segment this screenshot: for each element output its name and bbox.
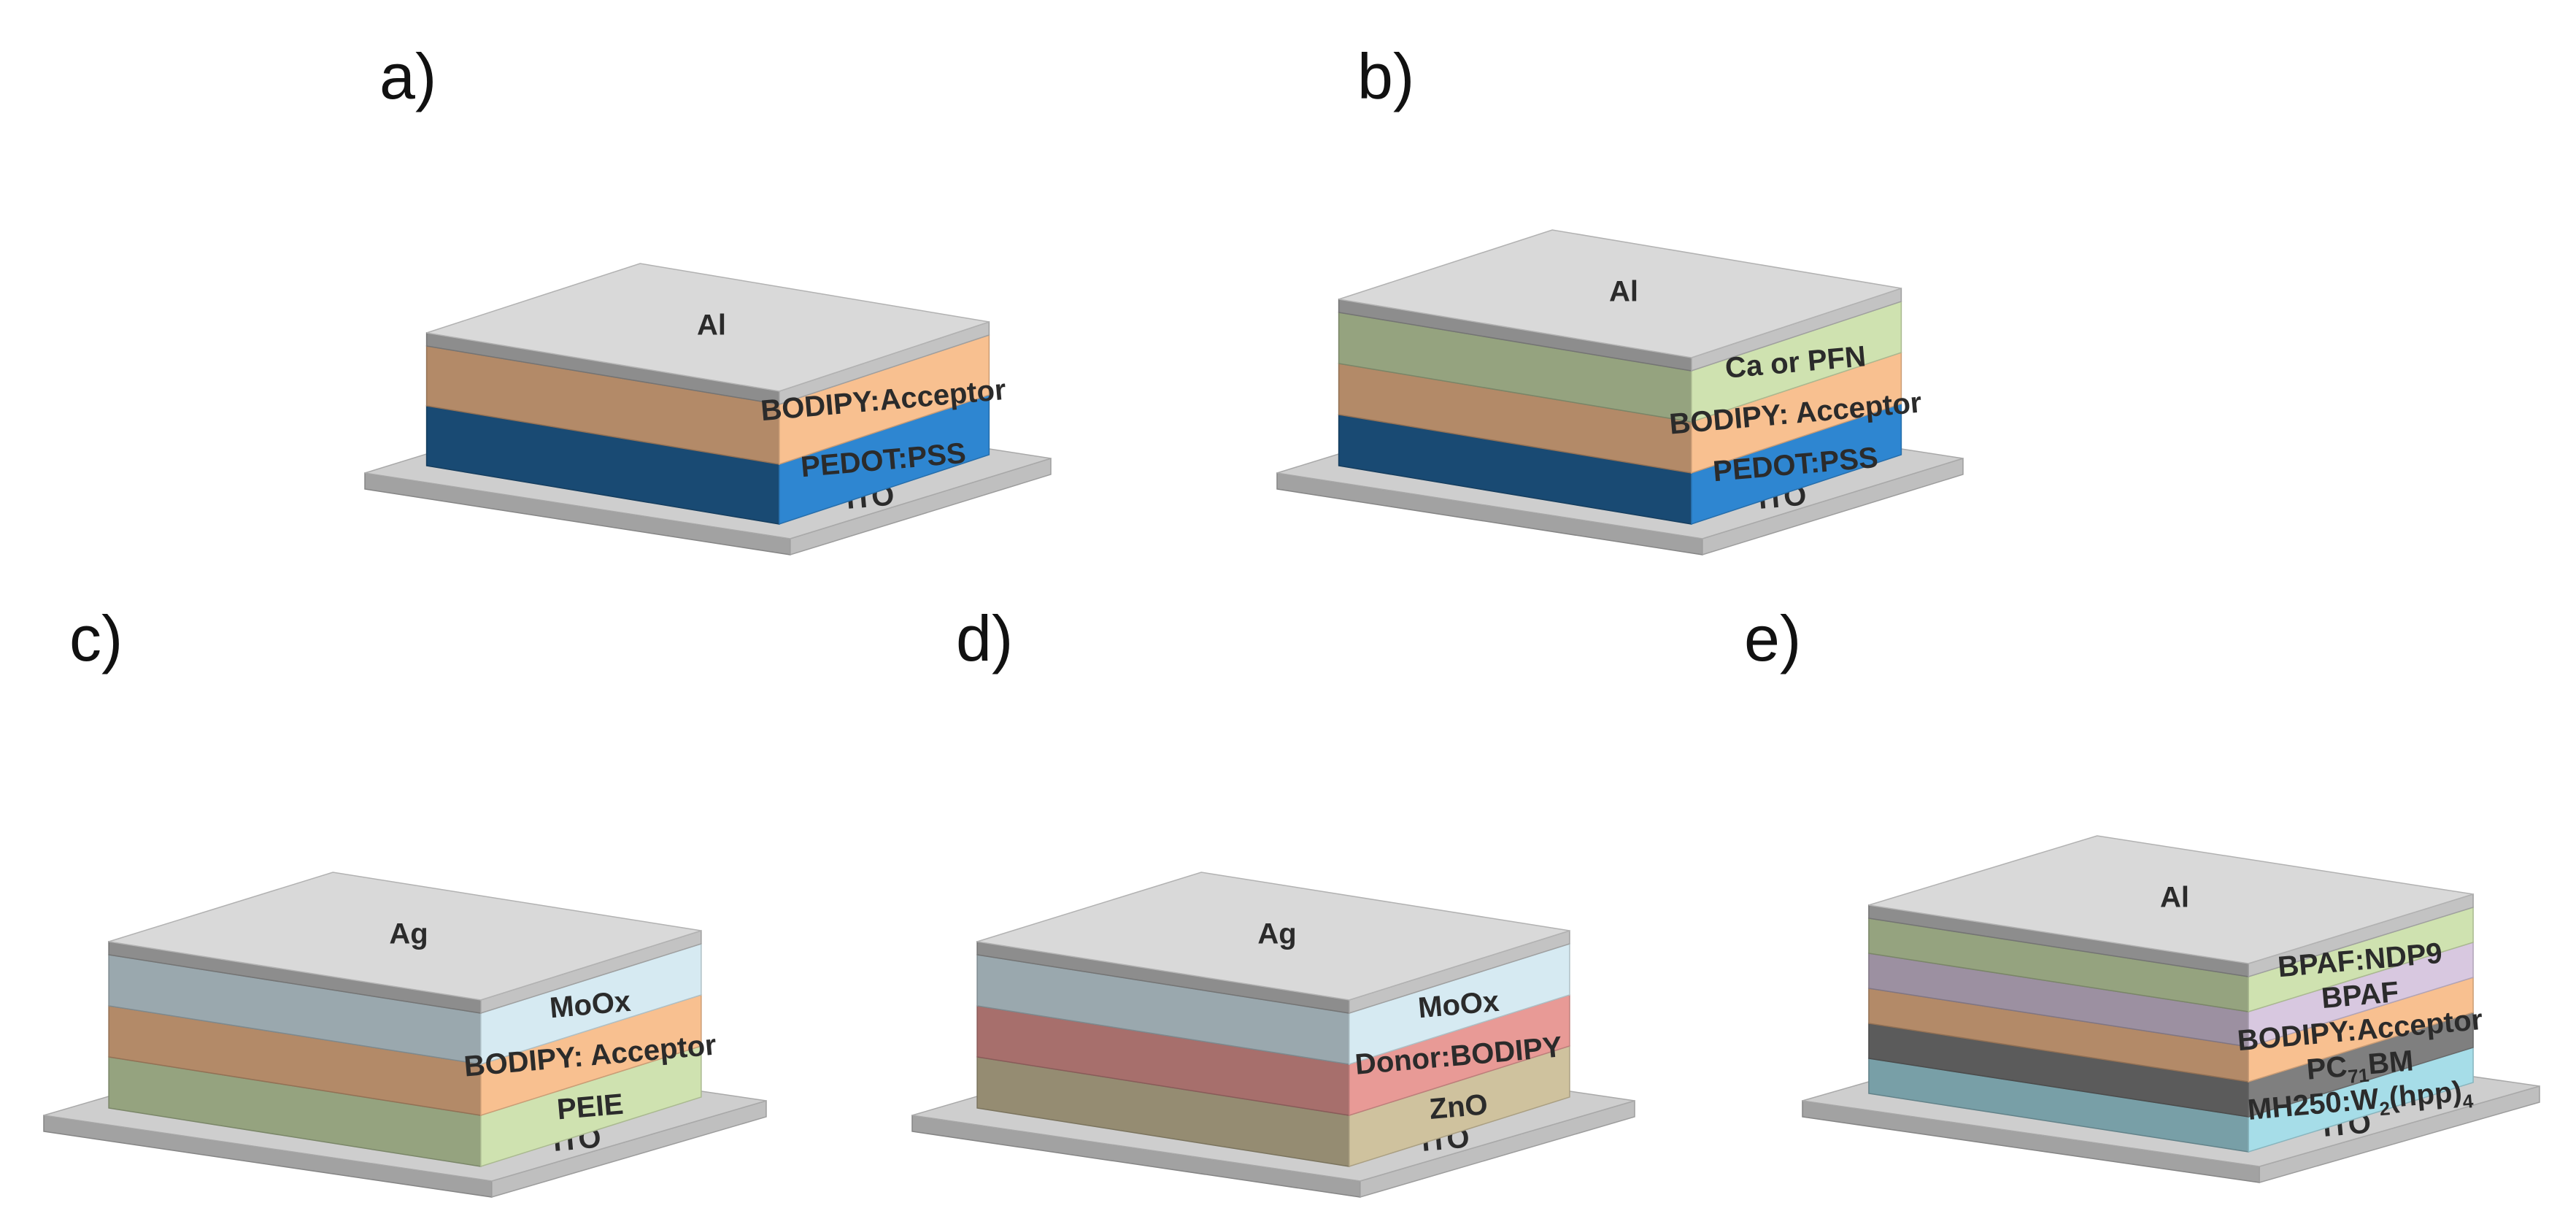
top-metal-surface [1338, 229, 1902, 358]
label-subscript: 2 [2378, 1097, 2391, 1120]
top-metal-surface [976, 872, 1570, 1001]
layer-label: PC71BM [2305, 1045, 2415, 1091]
label-subscript: 71 [2347, 1064, 2369, 1088]
panel-letter: b) [1357, 40, 1414, 112]
panel-letter: a) [379, 40, 436, 112]
label-tail: BM [2367, 1045, 2415, 1080]
top-electrode-label: Al [1609, 276, 1638, 308]
layer-label: MoOx [548, 985, 632, 1025]
panel-letter: e) [1744, 602, 1801, 674]
label-part: (hpp) [2388, 1075, 2463, 1114]
panel-letter: c) [69, 602, 123, 674]
label-main: PC [2305, 1050, 2348, 1086]
top-electrode-label: Ag [1257, 918, 1296, 950]
layer-label: MoOx [1416, 985, 1500, 1025]
top-electrode-label: Al [697, 309, 726, 342]
panel-letter: d) [956, 602, 1013, 674]
layer-label: BPAF [2320, 976, 2399, 1015]
label-subscript: 4 [2461, 1090, 2475, 1112]
layer-label: PEIE [555, 1088, 625, 1126]
layer-label: ZnO [1428, 1088, 1489, 1126]
top-metal-surface [1868, 835, 2474, 964]
top-metal-surface [426, 263, 990, 392]
panel-e: e)ITOAlMH250:W2(hpp)4PC71BMBODIPY:Accept… [1744, 602, 2540, 1183]
top-electrode-label: Al [2160, 882, 2189, 914]
top-electrode-label: Ag [389, 918, 428, 950]
top-metal-surface [108, 872, 702, 1001]
